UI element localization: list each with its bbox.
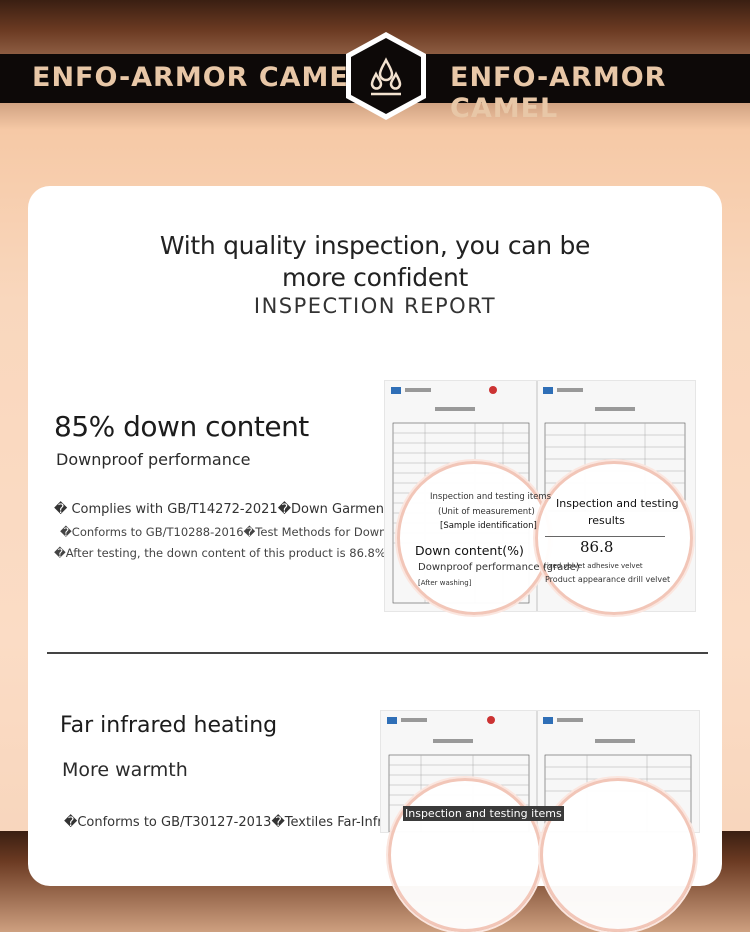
result-line: �After testing, the down content of this… [54, 546, 386, 560]
page-headline: With quality inspection, you can be more… [159, 231, 591, 292]
zoom-result-note-2: Product appearance drill velvet [545, 575, 671, 584]
zoom-item-3: [Sample identification] [440, 521, 537, 531]
zoom-item-5: Downproof performance (grade) [418, 562, 580, 573]
standard-line-2: �Conforms to GB/T10288-2016�Test Methods… [60, 525, 477, 539]
zoom-item-6: [After washing] [418, 579, 472, 587]
zoom-result-note-1: rized velvet adhesive velvet [544, 562, 643, 570]
zoom-result-head: Inspection and testing [556, 497, 679, 510]
downproof-subtitle: Downproof performance [56, 450, 251, 469]
droplets-hexagon-logo-icon [343, 30, 429, 122]
brand-name-right: ENFO-ARMOR CAMEL [450, 62, 667, 124]
zoom-item-4: Down content(%) [415, 543, 524, 558]
zoom-result-value: 86.8 [580, 538, 614, 556]
zoom-circle-items [397, 461, 551, 615]
far-infrared-title: Far infrared heating [60, 713, 278, 738]
zoom-result-head-2: results [588, 514, 625, 527]
zoom-item-1: Inspection and testing items [430, 492, 552, 502]
section-divider [47, 652, 708, 654]
zoom-result-table-lines [545, 536, 665, 537]
standard-line-infrared: �Conforms to GB/T30127-2013�Textiles Far… [64, 815, 412, 830]
more-warmth-subtitle: More warmth [62, 759, 188, 781]
brand-name-left: ENFO-ARMOR CAMEL [32, 62, 368, 93]
standard-line-1: � Complies with GB/T14272-2021�Down Garm… [54, 502, 410, 517]
down-content-title: 85% down content [54, 410, 309, 443]
zoom-item-2: (Unit of measurement) [438, 507, 535, 517]
zoom-circle-infrared-items [388, 778, 542, 932]
zoom-circle-infrared-results [540, 778, 696, 932]
inspection-report-title: INSPECTION REPORT [253, 294, 497, 318]
zoom-infrared-label: Inspection and testing items [403, 806, 564, 821]
zoom-circle-results [535, 461, 693, 615]
